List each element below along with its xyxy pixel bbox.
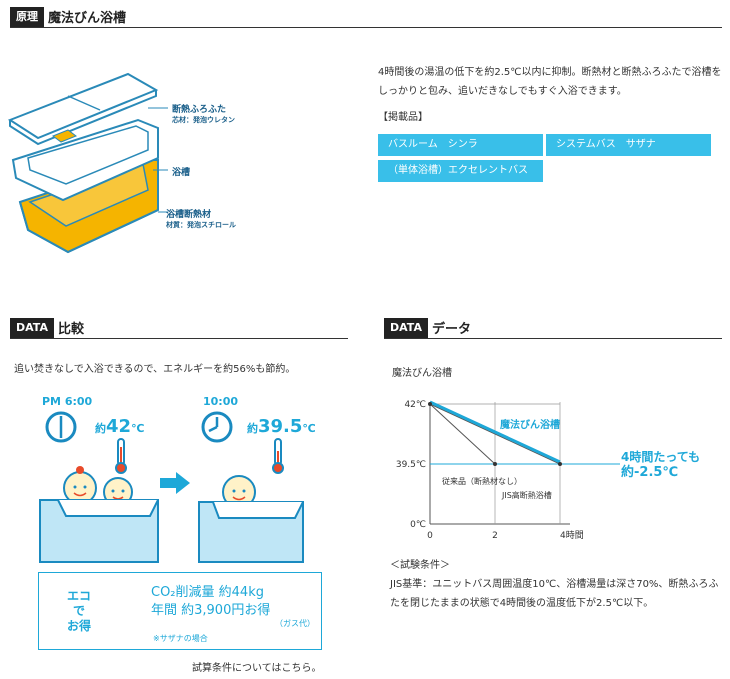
tub-label: 浴槽 xyxy=(172,168,191,178)
annotation-line2: 約-2.5℃ xyxy=(621,465,679,480)
yearly-savings: 年間 約3,900円お得 xyxy=(151,603,271,618)
bath-illustration-after xyxy=(198,475,304,563)
compare-header: DATA 比較 xyxy=(10,317,348,339)
compare-description: 追い焚きなしで入浴できるので、エネルギーを約56%も節約。 xyxy=(14,364,296,375)
series-label-jis: JIS高断熱浴槽 xyxy=(501,490,552,500)
compare-title: 比較 xyxy=(57,322,84,337)
after-temp-unit: ℃ xyxy=(302,422,316,435)
after-temp-value: 39.5 xyxy=(258,416,303,437)
calc-conditions-link[interactable]: 試算条件についてはこちら。 xyxy=(192,663,322,674)
lid-label: 断熱ふろふた 芯材：発泡ウレタン xyxy=(172,102,235,125)
conditions-title: ＜試験条件＞ xyxy=(390,560,450,571)
product-button-excellent[interactable]: （単体浴槽）エクセレントバス xyxy=(378,160,543,182)
series-label-conventional: 従来品（断熱材なし） xyxy=(442,476,522,486)
lid-label-text: 断熱ふろふた xyxy=(172,105,227,115)
eco-savings-box: エコ で お得 CO₂削減量 約44kg 年間 約3,900円お得 （ガス代） … xyxy=(38,572,322,650)
thermometer-icon-after xyxy=(272,438,284,474)
annotation-line1: 4時間たっても xyxy=(621,450,701,464)
after-temperature: 約39.5℃ xyxy=(247,416,316,437)
series-label-mahobin: 魔法びん浴槽 xyxy=(500,418,560,431)
clock-icon-before xyxy=(45,411,77,443)
principle-header: 原理 魔法びん浴槽 xyxy=(10,6,722,28)
series-line-mahobin xyxy=(429,400,561,464)
before-temp-prefix: 約 xyxy=(95,422,106,435)
after-time: 10:00 xyxy=(203,395,239,408)
bath-illustration-before xyxy=(39,466,159,563)
y-tick-label: 42℃ xyxy=(404,400,426,410)
x-tick-label: 2 xyxy=(492,531,498,541)
after-temp-prefix: 約 xyxy=(247,422,258,435)
data-point xyxy=(428,402,432,406)
sazana-note: ※サザナの場合 xyxy=(153,634,208,643)
arrow-right-icon xyxy=(160,472,190,494)
eco-label-line3: お得 xyxy=(67,619,92,633)
data-tag: DATA xyxy=(384,317,428,338)
data-title: データ xyxy=(431,322,471,337)
before-temperature: 約42℃ xyxy=(95,416,144,437)
eco-label-line1: エコ xyxy=(67,589,92,603)
insulation-label-text: 浴槽断熱材 xyxy=(166,210,212,220)
lid-sub-text: 芯材：発泡ウレタン xyxy=(172,116,235,124)
product-button-sinra[interactable]: バスルーム シンラ xyxy=(378,134,543,156)
chart-title: 魔法びん浴槽 xyxy=(392,368,452,379)
eco-label: エコ で お得 xyxy=(67,589,91,634)
bathtub-diagram xyxy=(8,72,168,254)
before-temp-unit: ℃ xyxy=(131,422,145,435)
thermometer-icon-before xyxy=(115,438,127,474)
y-tick-label: 39.5℃ xyxy=(396,460,426,470)
conditions-text: JIS基準：ユニットバス周囲温度10℃、浴槽湯量は深さ70%、断熱ふろふたを閉じ… xyxy=(390,579,719,609)
principle-description: 4時間後の湯温の低下を約2.5℃以内に抑制。断熱材と断熱ふろふたで浴槽をしっかり… xyxy=(378,67,722,97)
insulation-label: 浴槽断熱材 材質：発泡スチロール xyxy=(166,207,236,230)
chart-annotation: 4時間たっても 約-2.5℃ xyxy=(621,450,700,480)
x-tick-label: 4時間 xyxy=(560,530,584,541)
x-tick-label: 0 xyxy=(427,531,433,541)
eco-label-line2: で xyxy=(73,604,86,618)
clock-icon-after xyxy=(201,411,233,443)
products-label: 【掲載品】 xyxy=(378,112,428,123)
product-button-sazana[interactable]: システムバス サザナ xyxy=(546,134,711,156)
before-time: PM 6:00 xyxy=(42,395,93,408)
insulation-sub-text: 材質：発泡スチロール xyxy=(166,221,236,229)
y-tick-label: 0℃ xyxy=(410,520,426,530)
data-point xyxy=(558,462,562,466)
data-header: DATA データ xyxy=(384,317,722,339)
series-line-jis xyxy=(429,403,561,465)
before-temp-value: 42 xyxy=(106,416,132,437)
principle-tag: 原理 xyxy=(10,6,44,27)
principle-title: 魔法びん浴槽 xyxy=(48,11,127,26)
data-point xyxy=(493,462,497,466)
series-line-conventional xyxy=(429,403,496,465)
gas-note: （ガス代） xyxy=(275,619,315,628)
compare-tag: DATA xyxy=(10,317,54,338)
co2-reduction: CO₂削減量 約44kg xyxy=(151,585,264,600)
